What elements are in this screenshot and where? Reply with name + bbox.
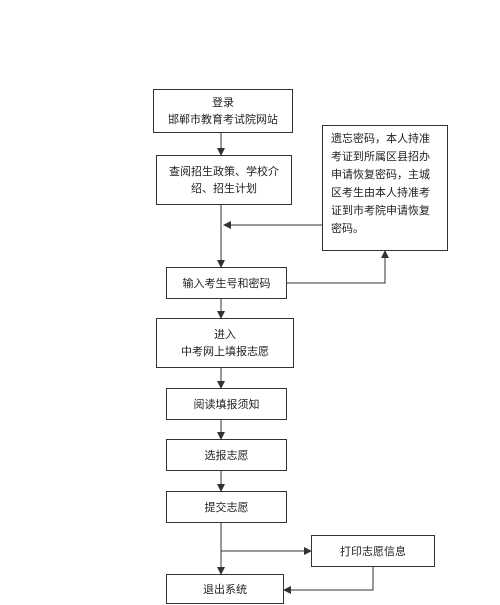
step-read-notice-box: 阅读填报须知 [166,388,287,420]
step-view-policy-box: 查阅招生政策、学校介 绍、招生计划 [156,155,292,205]
step-view-policy-label: 查阅招生政策、学校介 绍、招生计划 [169,165,279,195]
step-print-info-box: 打印志愿信息 [311,535,435,567]
step-read-notice-label: 阅读填报须知 [193,397,260,411]
step-select-choices-box: 选报志愿 [166,439,287,471]
forgot-password-note-box: 遗忘密码，本人持准 考证到所属区县招办 申请恢复密码，主城 区考生由本人持准考 … [322,125,448,251]
arrow-print-to-exit [283,567,374,594]
step-submit-choices-label: 提交志愿 [204,500,249,514]
forgot-password-note-label: 遗忘密码，本人持准 考证到所属区县招办 申请恢复密码，主城 区考生由本人持准考 … [331,132,430,235]
step-submit-choices-box: 提交志愿 [166,491,287,523]
step-login-box: 登录 邯郸市教育考试院网站 [153,89,293,133]
step-enter-system-label: 进入 中考网上填报志愿 [181,328,269,358]
step-exit-system-box: 退出系统 [166,574,284,604]
step-print-info-label: 打印志愿信息 [340,544,406,558]
step-enter-system-box: 进入 中考网上填报志愿 [156,318,294,368]
step-login-label: 登录 邯郸市教育考试院网站 [168,96,278,126]
arrow-credentials-to-note [287,250,389,284]
step-enter-credentials-box: 输入考生号和密码 [166,267,287,299]
step-exit-system-label: 退出系统 [203,582,247,596]
step-select-choices-label: 选报志愿 [204,448,249,462]
step-enter-credentials-label: 输入考生号和密码 [182,276,271,290]
